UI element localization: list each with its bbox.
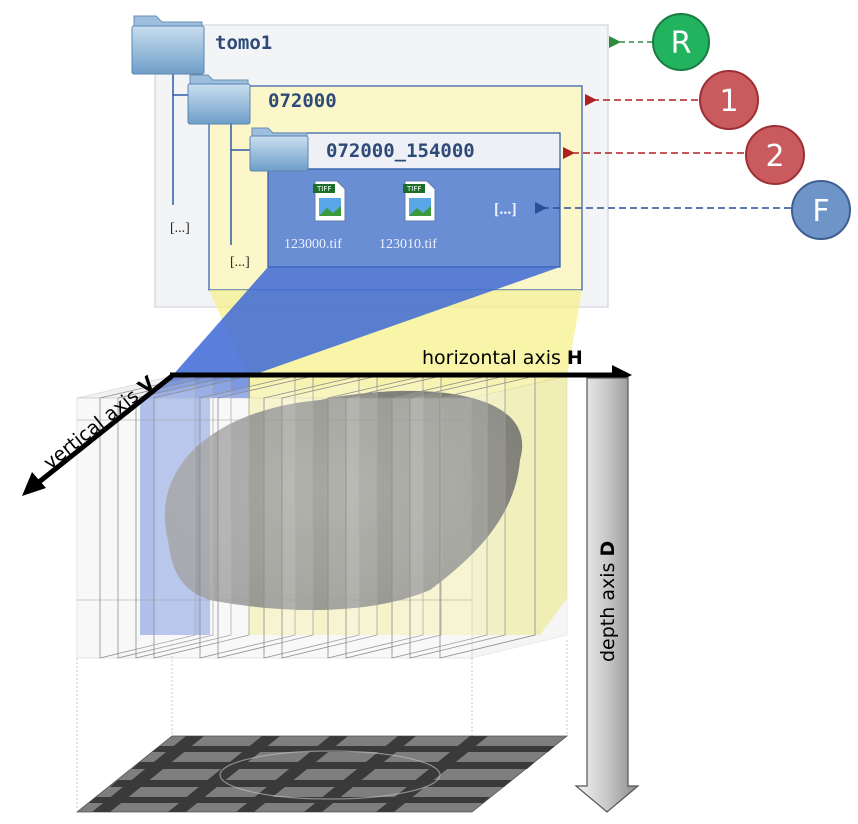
- marker-label-r: R: [671, 26, 692, 61]
- level1-ellipsis: [...]: [230, 255, 250, 270]
- depth-axis-arrow: [574, 377, 640, 813]
- projection-guides: [76, 640, 568, 810]
- depth-axis-label: depth axis D: [597, 541, 619, 662]
- bottom-slice-image: [75, 735, 569, 813]
- marker-circle-1: [699, 70, 759, 130]
- marker-circle-2: [745, 125, 805, 185]
- folder-icon[interactable]: [249, 127, 309, 172]
- folder-icon[interactable]: [187, 74, 251, 125]
- folder-tree: tomo1 072000 072000_154000 [...] [...] T…: [131, 15, 609, 308]
- volume-block: [76, 375, 568, 659]
- root-folder-name[interactable]: tomo1: [215, 32, 272, 54]
- root-ellipsis: [...]: [170, 221, 190, 236]
- vertical-axis-line: [32, 374, 174, 488]
- tiff-badge: TIFF: [406, 185, 421, 193]
- sample-volume-blob: [164, 390, 523, 610]
- marker-label-2: 2: [765, 139, 784, 174]
- vertical-axis-arrowhead: [22, 472, 46, 496]
- level2-folder-header: [267, 132, 561, 170]
- tiff-badge: TIFF: [316, 185, 331, 193]
- projection-funnels: [172, 267, 582, 376]
- files-ellipsis: [...]: [494, 201, 517, 218]
- tiff-file-icon[interactable]: [403, 180, 436, 222]
- marker-circle-r: [652, 13, 710, 71]
- marker-label-1: 1: [719, 84, 738, 119]
- marker-label-f: F: [812, 194, 829, 229]
- file-name[interactable]: 123000.tif: [284, 237, 342, 252]
- axes: horizontal axis H vertical axis V depth …: [22, 347, 640, 813]
- marker-circle-f: [791, 180, 851, 240]
- markers: R 1 2 F: [535, 13, 851, 240]
- horizontal-axis-label: horizontal axis H: [422, 347, 583, 369]
- tiff-file-icon[interactable]: [313, 180, 346, 222]
- level2-projection: [172, 267, 560, 376]
- file-name[interactable]: 123010.tif: [379, 237, 437, 252]
- level1-folder-name[interactable]: 072000: [268, 90, 337, 112]
- folder-icon[interactable]: [131, 15, 205, 75]
- level2-folder-name[interactable]: 072000_154000: [326, 140, 475, 162]
